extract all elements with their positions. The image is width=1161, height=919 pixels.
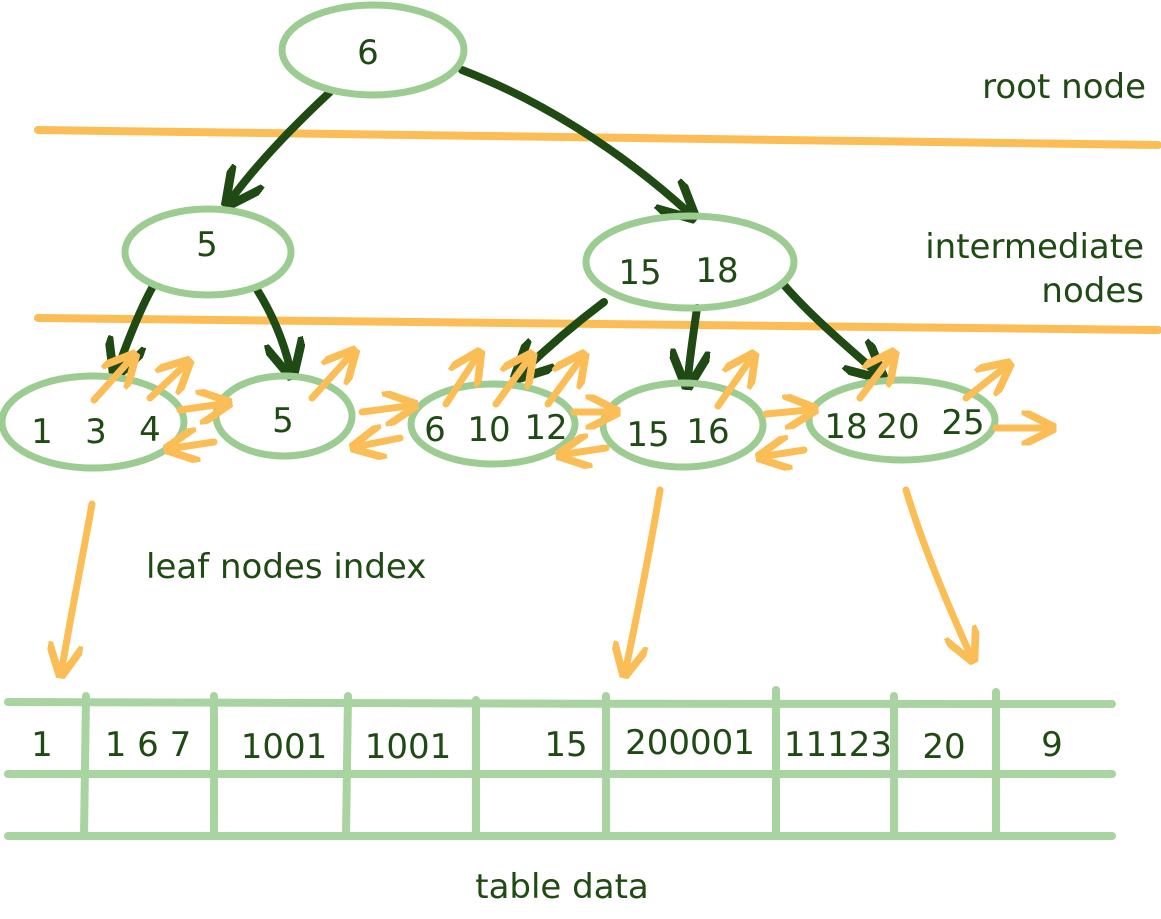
table-cell: 1001 [241,727,328,767]
pointer-arrow [146,366,184,402]
label-leaf-nodes-index: leaf nodes index [146,547,426,587]
root-node-key: 6 [357,33,379,73]
divider-intermediate-leaf [34,314,1161,334]
leaf-node-2-key-1: 5 [272,401,294,441]
leaf-node-5: 18 20 25 [805,376,999,464]
table-pointer-arrow [62,500,96,668]
pointer-arrow [856,358,890,402]
edge-node15-to-leaf4 [688,304,697,378]
edge-root-to-node5 [232,88,334,198]
tree-edges [118,66,876,378]
edge-root-to-node15-18 [458,66,688,212]
leaf-node-2: 5 [212,372,356,460]
table-pointer-arrow [626,486,664,668]
edge-node5-to-leaf2 [252,284,290,368]
sibling-link-back [766,450,808,456]
label-intermediate: intermediate [925,227,1144,267]
table-grid [4,686,1116,841]
leaf-node-3-key-3: 12 [524,408,567,448]
leaf-node-5-key-3: 25 [941,403,984,443]
pointer-arrow [90,360,130,404]
pointer-arrow [962,368,1004,402]
intermediate-node-right-outline [582,212,798,312]
root-node: 6 [278,1,468,99]
pointer-arrow [544,360,580,408]
label-table-data: table data [475,867,649,907]
leaf-node-4-key-1: 15 [626,415,669,455]
table-col-divider [80,692,90,840]
intermediate-node-left-key: 5 [196,225,218,265]
table-pointer-arrow [902,486,970,654]
table-cell: 20 [922,727,965,767]
sibling-link-back [360,438,404,446]
divider-root-intermediate [34,126,1161,149]
sibling-link-forward [358,406,408,412]
leaf-node-4-key-2: 16 [686,412,729,452]
label-intermediate-nodes: nodes [1041,271,1144,311]
leaf-node-1-key-1: 1 [31,412,53,452]
intermediate-node-right: 15 18 [582,212,798,312]
leaf-node-3-key-2: 10 [467,410,510,450]
leaf-node-1-key-3: 4 [139,410,161,450]
table-cell: 9 [1041,725,1063,765]
pointer-arrow [492,360,528,408]
table-line-top [4,698,1116,708]
record-pointer-arrows [90,356,1004,410]
leaf-node-4: 15 16 [599,379,767,471]
table-row: 1 1 6 7 1001 1001 15 200001 11123 20 9 [31,723,1063,767]
root-node-outline [278,1,468,99]
pointer-arrow [442,358,476,408]
label-root-node: root node [982,67,1146,107]
sibling-link-back [174,442,218,448]
intermediate-node-left: 5 [121,205,295,299]
table-cell: 11123 [784,725,892,765]
leaf-node-1-outline [0,372,188,472]
table-cell: 1001 [365,727,452,767]
leaf-node-1-key-2: 3 [85,412,107,452]
table-col-divider [342,692,352,840]
pointer-arrow [714,360,750,410]
intermediate-node-right-key-2: 18 [695,251,738,291]
sibling-link-forward [176,404,222,410]
sibling-link-back [566,448,610,454]
leaf-node-5-key-1: 18 [824,407,867,447]
table-cell: 1 6 7 [105,725,192,765]
leaf-to-table-arrows [62,486,970,668]
intermediate-node-left-outline [121,205,295,299]
table-cell: 200001 [625,723,755,763]
table-cell: 1 [31,725,53,765]
leaf-node-3-key-1: 6 [424,410,446,450]
leaf-node-5-key-2: 20 [876,407,919,447]
leaf-node-1: 1 3 4 [0,372,188,472]
intermediate-node-right-key-1: 15 [618,253,661,293]
table-cell: 15 [544,725,587,765]
sibling-link-forward [762,410,808,414]
edge-node15-to-leaf3 [522,298,608,372]
edge-node5-to-leaf1 [118,284,156,368]
pointer-arrow [308,356,350,402]
leaf-sibling-links [174,404,1046,456]
